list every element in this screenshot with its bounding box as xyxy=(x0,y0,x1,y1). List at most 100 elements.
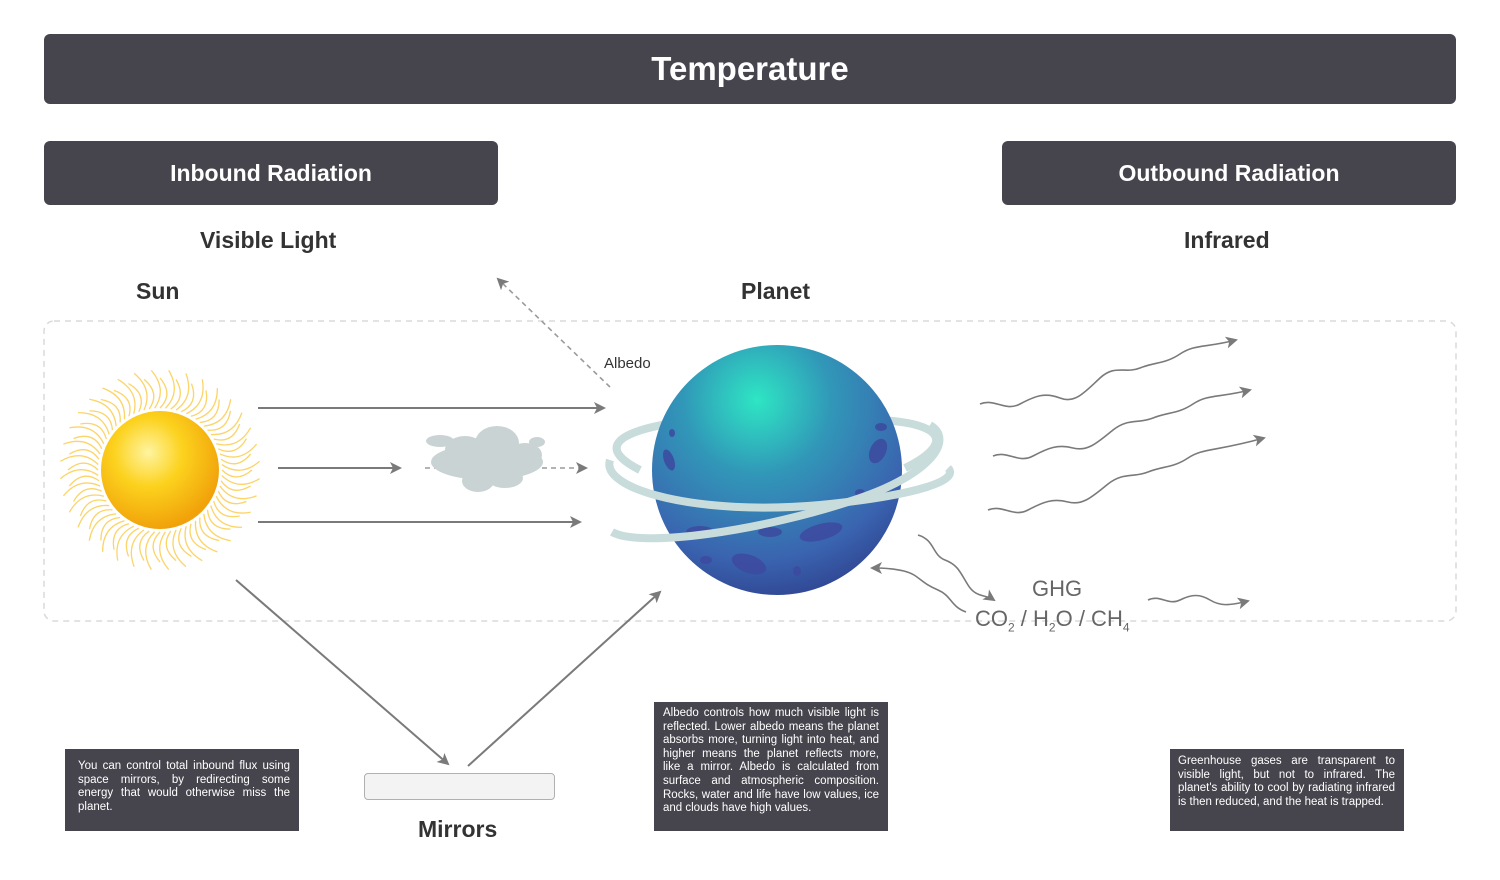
sun-ray xyxy=(221,469,253,478)
sun-ray xyxy=(206,509,231,530)
sun-ray xyxy=(164,370,175,409)
ghg-escape-wave xyxy=(1147,594,1250,610)
sun-ray xyxy=(210,505,242,529)
page-title: Temperature xyxy=(44,34,1456,104)
sun-ray xyxy=(159,377,168,409)
sun-ray xyxy=(175,373,190,411)
sun-ray xyxy=(88,509,113,530)
sun-ray xyxy=(89,410,114,431)
sun-ray xyxy=(80,422,107,440)
sun-ray xyxy=(139,530,150,561)
mirrors-note: You can control total inbound flux using… xyxy=(65,749,299,831)
formula-co: CO xyxy=(975,606,1008,631)
sun-ray xyxy=(63,440,101,455)
sun-ray xyxy=(207,410,232,431)
ghg-to-planet-wave xyxy=(870,562,967,613)
sun-ray xyxy=(172,529,187,568)
planet-icon xyxy=(605,345,954,595)
sun-ray xyxy=(62,482,101,497)
sun-ray xyxy=(219,443,258,458)
mirror-icon xyxy=(364,773,555,800)
ghg-formula: CO2 / H2O / CH4 xyxy=(975,606,1130,634)
sun-ray xyxy=(203,399,232,427)
sun-ray xyxy=(128,382,142,413)
sun-ray xyxy=(203,513,231,542)
sun-ray xyxy=(184,526,203,562)
sun-ray xyxy=(194,520,218,553)
sun-ray xyxy=(215,495,251,514)
sun-ray xyxy=(216,427,252,446)
inbound-radiation-header: Inbound Radiation xyxy=(44,141,498,205)
sun-ray xyxy=(180,383,195,413)
sun-ray xyxy=(68,475,100,487)
sun-ray xyxy=(189,523,207,551)
sun-ray xyxy=(72,488,103,502)
sun-ray xyxy=(165,530,177,562)
sun-ray xyxy=(213,423,241,441)
sun-ray xyxy=(213,500,240,518)
sun-ray xyxy=(79,499,107,517)
sun-ray xyxy=(88,513,117,541)
sun-ray xyxy=(78,411,110,435)
albedo-label: Albedo xyxy=(604,355,651,372)
sun-ray xyxy=(221,460,261,471)
formula-sub-2: 2 xyxy=(1008,620,1015,635)
ghg-note: Greenhouse gases are transparent to visi… xyxy=(1170,749,1404,831)
sun-ray xyxy=(59,469,99,480)
infrared-wave-1 xyxy=(979,336,1238,408)
sun-ray xyxy=(113,389,131,417)
sun-ray xyxy=(100,516,121,541)
sun-ray xyxy=(178,527,192,558)
visible-light-label: Visible Light xyxy=(200,227,337,253)
sun-ray xyxy=(145,531,156,570)
sun-ray xyxy=(102,387,126,420)
sun-ray xyxy=(217,438,248,452)
sun-ray xyxy=(89,398,117,427)
sun-ray xyxy=(73,435,103,450)
sun-ray xyxy=(116,525,135,561)
infrared-label: Infrared xyxy=(1184,227,1270,253)
infrared-wave-3 xyxy=(987,434,1266,514)
formula-sub-2b: 2 xyxy=(1048,620,1056,635)
sun-to-mirror-arrow xyxy=(235,579,450,766)
cloud-icon xyxy=(426,426,545,492)
sun-ray xyxy=(77,504,110,528)
sun-ray xyxy=(112,523,130,550)
albedo-arrow xyxy=(496,277,611,388)
mirror-to-planet-arrow xyxy=(467,590,662,767)
sun-ray xyxy=(143,378,155,410)
formula-sub-4: 4 xyxy=(1122,620,1130,635)
sun-ray xyxy=(60,455,99,466)
sun-ray xyxy=(69,449,100,460)
sun-ray xyxy=(190,390,208,417)
sun-ray xyxy=(170,379,181,410)
sun-label: Sun xyxy=(136,278,180,304)
sun-ray xyxy=(125,527,140,557)
sun-ray xyxy=(217,490,247,505)
outbound-radiation-header: Outbound Radiation xyxy=(1002,141,1456,205)
sun-icon xyxy=(59,369,261,571)
albedo-note: Albedo controls how much visible light i… xyxy=(654,702,888,831)
sun-ray xyxy=(150,369,161,409)
sun-ray xyxy=(67,462,99,471)
sun-ray xyxy=(199,399,220,424)
sun-ray xyxy=(130,529,145,567)
sun-ray xyxy=(210,412,243,436)
formula-h: / H xyxy=(1014,606,1049,631)
formula-o-ch: O / CH xyxy=(1055,606,1123,631)
sun-ray xyxy=(220,480,251,491)
sun-ray xyxy=(199,517,220,542)
sun-ray xyxy=(133,372,148,411)
sun-ray xyxy=(68,494,104,513)
sun-ray xyxy=(100,398,121,423)
sun-ray xyxy=(219,485,257,500)
sun-ray xyxy=(195,388,219,420)
ghg-label: GHG xyxy=(1032,576,1083,601)
infrared-wave-2 xyxy=(992,386,1252,460)
planet-label: Planet xyxy=(741,278,811,304)
sun-ray xyxy=(159,531,170,571)
sun-ray xyxy=(185,379,204,415)
sun-ray xyxy=(101,520,125,552)
sun-ray xyxy=(69,426,105,445)
